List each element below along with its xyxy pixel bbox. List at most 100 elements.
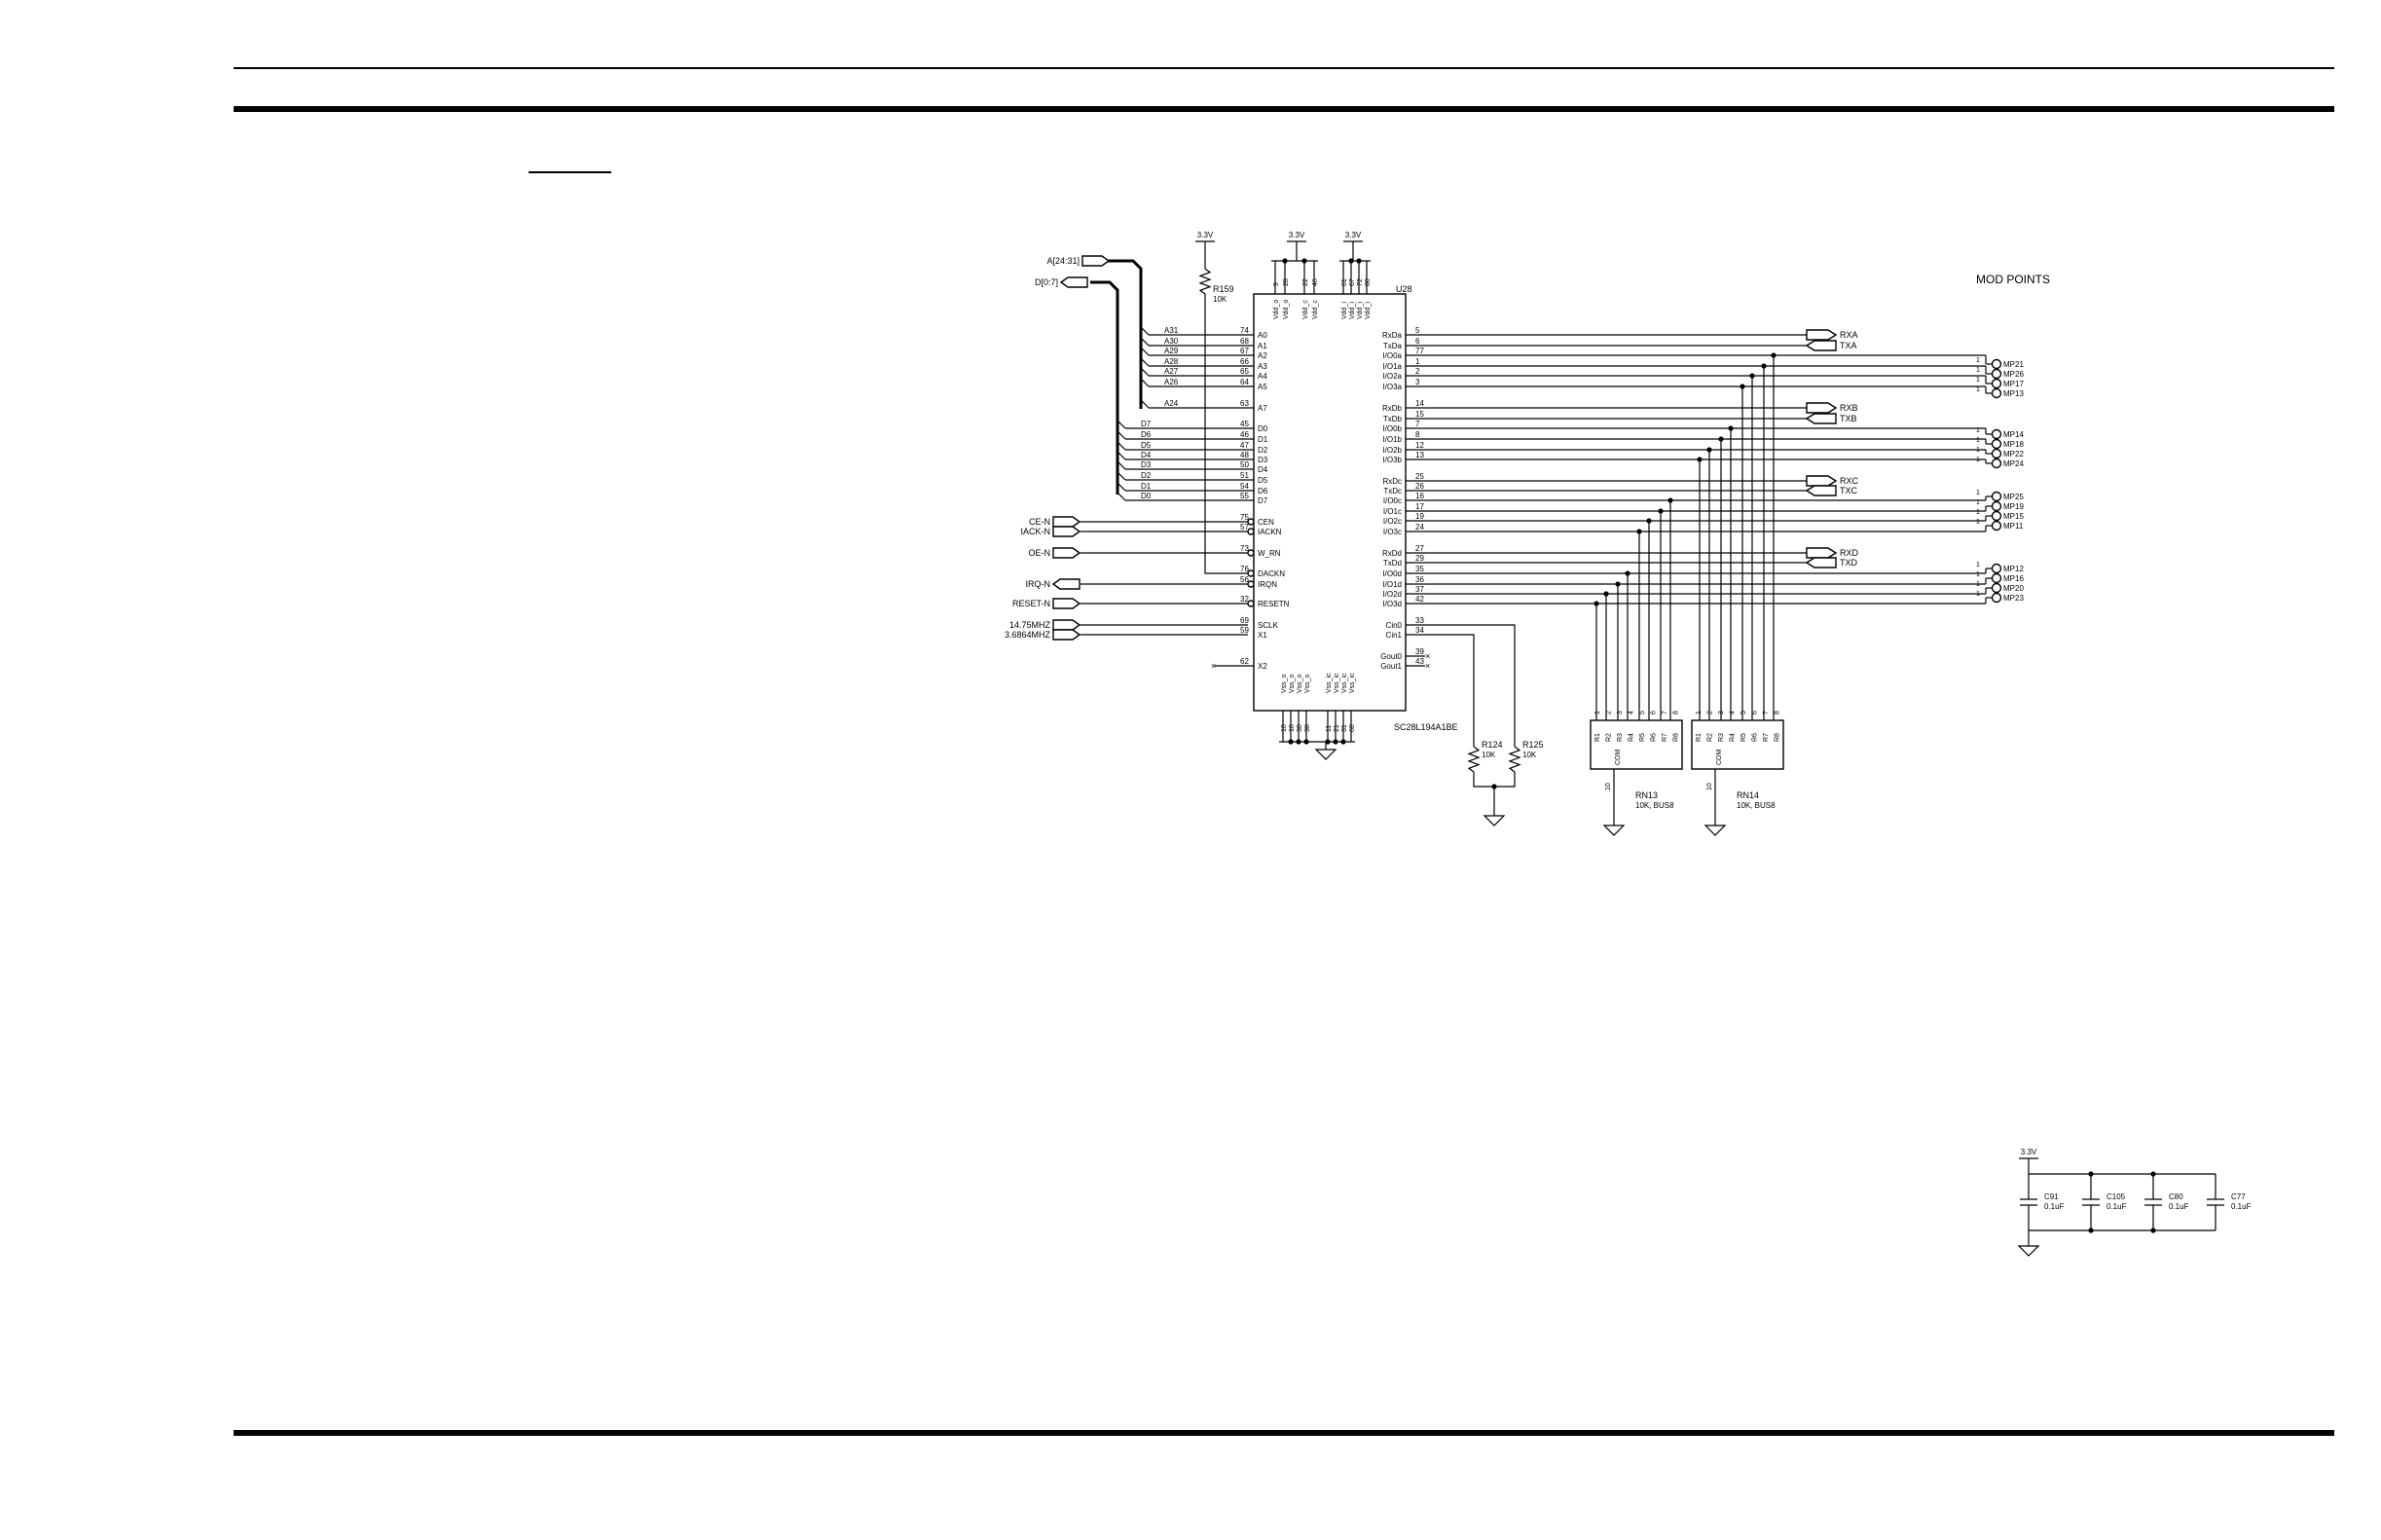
pin-number: 24	[1415, 523, 1424, 532]
pin-name: I/O3b	[1382, 456, 1402, 464]
pin-number: 47	[1240, 441, 1249, 450]
ground-symbol	[1602, 825, 1626, 836]
pin-name: D3	[1258, 456, 1268, 464]
pin-number: 59	[1240, 626, 1249, 635]
network-resistor-label: R2	[1606, 733, 1613, 742]
network-resistor-label: R4	[1629, 733, 1635, 742]
mod-point-pin: 1	[1976, 499, 1980, 506]
inversion-bubble	[1247, 580, 1255, 588]
net-label: D2	[1141, 471, 1152, 480]
port-label: RESET-N	[1012, 599, 1050, 608]
pin-name: I/O2a	[1382, 372, 1402, 381]
pin-name: RxDc	[1382, 477, 1402, 486]
cap-value: 0.1uF	[2231, 1202, 2252, 1211]
port-label: 3.6864MHZ	[1005, 630, 1051, 640]
pin-number: 75	[1240, 513, 1249, 522]
pin-name: Vss_ic	[1326, 673, 1333, 693]
pin-name: A2	[1258, 351, 1267, 360]
network-pin-number: 8	[1775, 711, 1781, 715]
pin-number: 74	[1240, 326, 1249, 335]
resistor-value: 10K	[1522, 751, 1537, 759]
cin0-wire	[1406, 624, 1516, 740]
mod-point-label: MP24	[2003, 459, 2024, 468]
network-ref: RN13	[1635, 790, 1658, 800]
net-label: D1	[1141, 482, 1152, 491]
supply-label: 3.3V	[1197, 231, 1214, 239]
pin-number: 8	[1415, 430, 1420, 439]
network-value: 10K, BUS8	[1737, 801, 1776, 810]
port-label: OE-N	[1029, 548, 1051, 558]
network-value: 10K, BUS8	[1635, 801, 1674, 810]
pin-name: I/O2c	[1383, 517, 1402, 526]
pin-name: A7	[1258, 404, 1267, 413]
mod-point-pad	[1991, 500, 2002, 512]
pin-name: TxDb	[1383, 415, 1403, 423]
serial-tx-label: TXC	[1840, 486, 1858, 495]
pin-name: Cin1	[1386, 631, 1403, 640]
pin-name: I/O2b	[1382, 446, 1402, 455]
pin-number: 60	[1349, 724, 1356, 732]
network-pin-number: 2	[1707, 711, 1714, 715]
pin-number: 11	[1326, 725, 1333, 732]
inversion-bubble	[1247, 549, 1255, 557]
pin-number: 35	[1415, 565, 1424, 573]
net-label: D6	[1141, 430, 1152, 439]
pin-number: 43	[1415, 657, 1424, 666]
pin-number: 46	[1312, 278, 1319, 286]
pin-name: Vss_o	[1297, 674, 1303, 693]
mod-point-pin: 1	[1976, 571, 1980, 578]
junction-dot	[2150, 1228, 2156, 1233]
net-label: D3	[1141, 460, 1152, 469]
pin-name: Vss_ic	[1334, 673, 1340, 693]
supply-label: 3.3V	[1289, 231, 1305, 239]
pin-number: 68	[1240, 337, 1249, 346]
serial-tx-label: TXD	[1840, 558, 1858, 568]
mod-point-pin: 1	[1976, 457, 1980, 463]
mod-point-label: MP13	[2003, 389, 2024, 398]
pin-name: I/O0c	[1383, 496, 1402, 505]
mod-point-pad	[1991, 582, 2002, 594]
pin-number: 48	[1240, 451, 1249, 459]
network-pin-number: 1	[1696, 711, 1703, 715]
network-pin-number: 1	[1594, 711, 1601, 715]
port-flag	[1052, 619, 1081, 631]
cap-value: 0.1uF	[2169, 1202, 2189, 1211]
supply-label: 3.3V	[2021, 1148, 2037, 1156]
pin-number: 9	[1273, 282, 1280, 286]
pin-number: 46	[1240, 430, 1249, 439]
pin-name: Gout1	[1380, 662, 1402, 671]
network-resistor-label: R8	[1775, 733, 1781, 742]
junction-dot	[1491, 784, 1497, 789]
pin-name: Vdd_o	[1283, 300, 1290, 319]
pin-number: 16	[1415, 492, 1424, 500]
pin-number: 27	[1415, 544, 1424, 553]
pin-name: SCLK	[1258, 621, 1279, 630]
pin-number: 34	[1415, 626, 1424, 635]
pin-number: 42	[1415, 595, 1424, 604]
pin-number: 63	[1240, 399, 1249, 408]
serial-rx-label: RXA	[1840, 330, 1858, 340]
mod-point-pin: 1	[1976, 357, 1980, 364]
network-pin-number: 5	[1639, 711, 1646, 715]
network-com-label: COM	[1716, 750, 1723, 766]
pin-number: 29	[1415, 554, 1424, 563]
pin-name: Cin0	[1386, 621, 1403, 630]
junction-dot	[1288, 739, 1294, 745]
rx-flag	[1806, 329, 1838, 341]
network-ref: RN14	[1737, 790, 1759, 800]
pin-number: 80	[1365, 278, 1372, 286]
pin-name: IACKN	[1258, 528, 1282, 536]
pin-number: 3	[1415, 378, 1420, 386]
net-label: A27	[1164, 367, 1179, 376]
pin-name: Vss_o	[1281, 674, 1288, 693]
resistor-network-body	[1590, 719, 1683, 770]
chip-power-pins: 9Vdd_o28Vdd_o22Vdd_c46Vdd_c61Vdd_i67Vdd_…	[1271, 231, 1372, 319]
address-bus	[1090, 259, 1143, 409]
pin-name: CEN	[1258, 518, 1274, 527]
port-label: IACK-N	[1020, 527, 1050, 536]
network-com-pin: 10	[1605, 783, 1612, 790]
pin-number: 39	[1415, 647, 1424, 656]
